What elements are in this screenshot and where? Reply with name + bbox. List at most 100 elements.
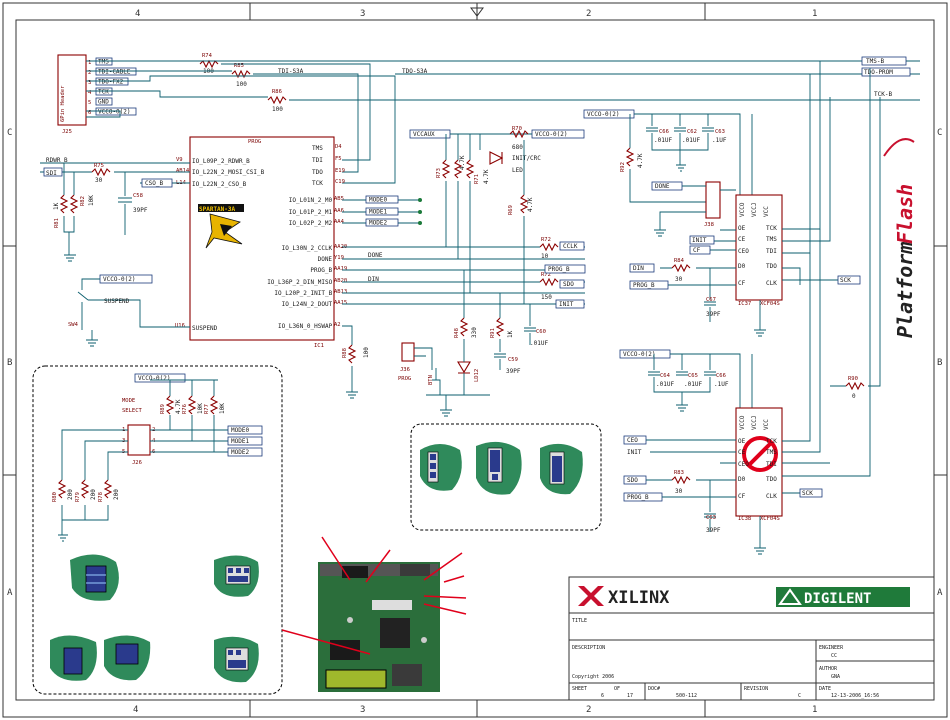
xcf-top-circuit: VCCO-0(2) C66 .01UF C62 .01UF C63 .1UF R… xyxy=(583,61,861,337)
net-tdo-s3a: TDO-S3A xyxy=(402,68,428,75)
mode-tag xyxy=(227,447,263,457)
date-label: DATE xyxy=(819,686,831,692)
r72b-val: 150 xyxy=(541,294,552,301)
xcf-top-din: DIN xyxy=(633,265,644,272)
mode-tag xyxy=(227,425,263,435)
c64-ref: C64 xyxy=(660,373,671,379)
j25-net-label: TDO-FX2 xyxy=(98,79,124,86)
copyright-text: Copyright 2006 xyxy=(572,674,614,680)
r86-val: 100 xyxy=(272,106,283,113)
prog-ic-suspend-pin: SUSPEND xyxy=(192,325,218,332)
r84-val: 30 xyxy=(675,276,683,283)
btn-label: BTN xyxy=(428,375,434,385)
c67-ref: C67 xyxy=(706,297,716,303)
prog-ic-right-pin-number: F5 xyxy=(335,156,342,162)
ic1-ref: IC1 xyxy=(314,343,324,349)
r75-ref: R75 xyxy=(94,163,104,169)
prog-ic-io-pin-number: AA4 xyxy=(334,219,345,225)
sheet-label: SHEET xyxy=(572,686,587,692)
r82-val: 10K xyxy=(88,195,95,206)
r88-val: 100 xyxy=(363,347,370,358)
c62-top-val: .01UF xyxy=(682,137,700,144)
col-top-1: 1 xyxy=(812,9,817,19)
j25-net-tag xyxy=(95,67,137,76)
prog-ic-io-pin-name: IO_L20P_2_INIT_B xyxy=(274,290,332,297)
j25-net-label: TMS xyxy=(98,59,109,66)
mode-pulldown-ref: R78 xyxy=(98,492,104,502)
col-top-3: 3 xyxy=(360,9,365,19)
xcf-bottom-circuit: VCCO-0(2) C64 .01UF C65 .01UF C66 .1UF I… xyxy=(619,68,881,555)
j25-net-tag xyxy=(95,107,137,116)
ic38-part: XCF04S xyxy=(760,516,780,522)
mode-title-1: MODE xyxy=(122,398,135,404)
mode-net-label: MODE2 xyxy=(369,220,387,227)
r91-val: 1K xyxy=(507,330,514,338)
col-bottom-2: 2 xyxy=(586,705,591,715)
description-label: DESCRIPTION xyxy=(572,645,605,651)
led-label: LED xyxy=(512,167,523,174)
r73-val: 4.7K xyxy=(459,155,466,170)
xcf-supply-pin: VCC xyxy=(763,206,770,217)
row-right-c: C xyxy=(937,128,942,138)
prog-ic-io-pin-number: AB5 xyxy=(334,196,344,202)
xcf-left-pin: CE xyxy=(738,236,746,243)
c66-top-ref: C66 xyxy=(659,129,669,135)
xcf-right-pin: TDI xyxy=(766,461,777,468)
c62-top-ref: C62 xyxy=(687,129,697,135)
net-rdwr-b: RDWR_B xyxy=(46,157,68,164)
r81-val: 1K xyxy=(53,202,60,210)
net-vccaux: VCCAUX xyxy=(413,131,435,138)
r85-ref: R85 xyxy=(234,63,244,69)
col-top-4: 4 xyxy=(135,9,140,19)
prog-ic-io-pin-name: IO_L36N_0_HSWAP xyxy=(278,323,333,330)
r83-val: 30 xyxy=(675,488,683,495)
r92-ref: R92 xyxy=(620,162,626,172)
net-sdo-mid: SDO xyxy=(563,281,574,288)
net-tck-b: TCK-B xyxy=(874,91,892,98)
c65-val: .01UF xyxy=(684,381,702,388)
mode-title-2: SELECT xyxy=(122,408,143,414)
of-value: 17 xyxy=(627,693,633,699)
doc-value: 500-112 xyxy=(676,693,697,699)
prog-ic-io-pin-name: PROG_B xyxy=(310,267,332,274)
j26-ref: J26 xyxy=(132,460,142,466)
xcf-top-init: INIT xyxy=(692,237,707,244)
r91-ref: R91 xyxy=(490,328,496,338)
net-prog-b-mid: PROG_B xyxy=(548,266,570,273)
xilinx-wordmark: XILINX xyxy=(608,588,670,608)
prog-ic-left-pin-name: IO_L22N_2_MOSI_CSI_B xyxy=(192,169,265,176)
xcf-bot-init: INIT xyxy=(627,449,642,456)
xcf-top-vcco: VCCO-0(2) xyxy=(587,111,620,118)
prog-ic-io-pin-number: AA19 xyxy=(334,266,347,272)
jumper-illustrations-mode xyxy=(50,554,259,683)
xcf-top-done: DONE xyxy=(655,183,670,190)
r90-val: 0 xyxy=(852,393,856,400)
left-config-circuit: RDWR_B SDI R75 30 CSO_B R81 R82 1K 10K C… xyxy=(40,157,190,347)
mode-net-label: MODE0 xyxy=(369,197,387,204)
spartan-ic: PROG IC1 SPARTAN-3A xyxy=(189,136,335,349)
prog-ic-io-pin-name: IO_L01N_2_M0 xyxy=(289,197,333,204)
j25-pin-number: 5 xyxy=(88,100,91,106)
c66-top-val: .01UF xyxy=(654,137,672,144)
r81-ref: R81 xyxy=(54,218,60,228)
xcf-left-pin: OE xyxy=(738,225,746,232)
flash-swoosh-icon xyxy=(883,138,915,157)
jumper-panel-mid xyxy=(410,423,602,531)
mode-pulldown-ref: R80 xyxy=(52,492,58,502)
xcf-supply-pin: VCC xyxy=(763,419,770,430)
ic37-ref: IC37 xyxy=(738,301,751,307)
r72-ref: R72 xyxy=(541,237,551,243)
xcf-left-pin: D0 xyxy=(738,263,746,270)
net-init-mid: INIT xyxy=(559,301,574,308)
mode-pullup-ref: R89 xyxy=(160,404,166,414)
c63-top-val: .1UF xyxy=(712,137,727,144)
author-label: AUTHOR xyxy=(819,666,838,672)
mode-pullup-resistor xyxy=(165,395,175,415)
xilinx-logo: XILINX xyxy=(578,586,670,608)
xcf-left-pin: OE xyxy=(738,438,746,445)
